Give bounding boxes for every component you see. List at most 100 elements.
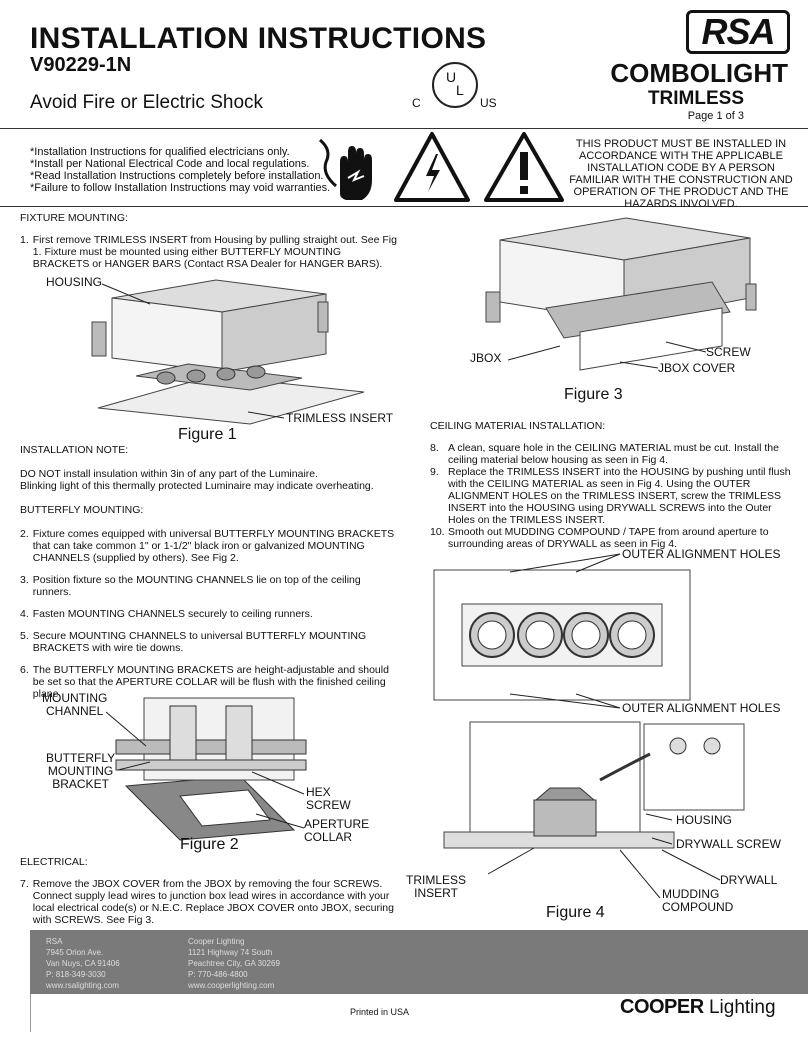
hex-screw-callout: HEX SCREW [306, 786, 351, 812]
step-number: 5. [20, 630, 29, 642]
step-text: A clean, square hole in the CEILING MATE… [448, 442, 779, 466]
caution-icon [482, 128, 566, 208]
step-text: Replace the TRIMLESS INSERT into the HOU… [448, 466, 791, 526]
callout-line: APERTURE [304, 817, 370, 831]
product-sub: TRIMLESS [647, 88, 744, 109]
outer-alignment-bottom-callout: OUTER ALIGNMENT HOLES [622, 701, 781, 715]
rsa-logo: RSA [686, 10, 790, 54]
figure-2: MOUNTING CHANNEL BUTTERFLY MOUNTING BRAC… [20, 688, 400, 860]
safety-notes: *Installation Instructions for qualified… [30, 146, 330, 194]
address-line: Peachtree City, GA 30269 [188, 959, 280, 968]
mudding-compound-callout: MUDDING COMPOUND [662, 888, 733, 914]
address-line: Van Nuys, CA 91406 [46, 959, 120, 968]
address-line: P: 818-349-3030 [46, 970, 106, 979]
address-line: 1121 Highway 74 South [188, 948, 273, 957]
step-number: 10. [430, 526, 445, 538]
drywall-screw-callout: DRYWALL SCREW [676, 837, 781, 851]
housing-callout: HOUSING [46, 275, 103, 289]
product-line: COMBOLIGHT [610, 58, 788, 88]
figure-4: OUTER ALIGNMENT HOLES OUTER ALIGNMENT HO… [400, 544, 796, 924]
footer-edge [30, 994, 31, 1032]
section-heading: INSTALLATION NOTE: [20, 444, 129, 456]
step-8: 8. A clean, square hole in the CEILING M… [430, 442, 792, 466]
fixture-mounting-section: FIXTURE MOUNTING: 1. First remove TRIMLE… [20, 212, 400, 270]
safety-line: *Failure to follow Installation Instruct… [30, 182, 331, 194]
figure-1-label: Figure 1 [178, 426, 237, 443]
step-9: 9. Replace the TRIMLESS INSERT into the … [430, 466, 792, 526]
step-text: Smooth out MUDDING COMPOUND / TAPE from … [448, 526, 769, 550]
figure-1: HOUSING TRIMLESS INSERT Figure 1 [20, 272, 400, 444]
header-divider [0, 128, 808, 129]
page-title: INSTALLATION INSTRUCTIONS [30, 22, 487, 55]
note-line: Blinking light of this thermally protect… [20, 480, 374, 492]
figure-3: JBOX SCREW JBOX COVER Figure 3 [430, 212, 792, 404]
step-number: 8. [430, 442, 439, 454]
address-line: www.cooperlighting.com [188, 981, 275, 990]
section-heading: CEILING MATERIAL INSTALLATION: [430, 420, 606, 432]
cooper-logo-rest: Lighting [703, 997, 776, 1018]
address-line: 7945 Orion Ave. [46, 948, 104, 957]
ul-c: C [412, 96, 421, 110]
installation-warning: THIS PRODUCT MUST BE INSTALLED IN ACCORD… [569, 138, 793, 210]
cooper-lighting-logo: COOPER Lighting [620, 996, 776, 1019]
high-voltage-icon [392, 128, 472, 208]
step-5: 5. Secure MOUNTING CHANNELS to universal… [20, 630, 400, 654]
callout-line: BRACKET [52, 777, 109, 791]
safety-line: *Install per National Electrical Code an… [30, 158, 310, 170]
step-7: 7. Remove the JBOX COVER from the JBOX b… [20, 878, 400, 926]
address-line: Cooper Lighting [188, 937, 245, 946]
electrical-section: ELECTRICAL: 7. Remove the JBOX COVER fro… [20, 856, 400, 926]
step-6: 6. The BUTTERFLY MOUNTING BRACKETS are h… [20, 664, 400, 700]
step-text: Fasten MOUNTING CHANNELS securely to cei… [32, 608, 313, 620]
model-number: V90229-1N [30, 54, 132, 76]
rsa-address: RSA 7945 Orion Ave. Van Nuys, CA 91406 P… [46, 936, 120, 991]
ul-circle: U L [432, 62, 478, 108]
step-text: First remove TRIMLESS INSERT from Housin… [32, 234, 397, 270]
step-10: 10. Smooth out MUDDING COMPOUND / TAPE f… [430, 526, 792, 550]
trimless-insert-callout: TRIMLESS INSERT [286, 411, 394, 425]
hand-shock-icon [312, 128, 382, 208]
section-heading: BUTTERFLY MOUNTING: [20, 504, 144, 516]
note-line: DO NOT install insulation within 3in of … [20, 468, 319, 480]
callout-line: INSERT [414, 886, 458, 900]
figure-2-label: Figure 2 [180, 836, 239, 853]
step-4: 4. Fasten MOUNTING CHANNELS securely to … [20, 608, 400, 620]
callout-line: BUTTERFLY [46, 751, 116, 765]
callout-line: COMPOUND [662, 900, 734, 914]
figure-2-drawing [105, 697, 307, 841]
figure-1-drawing [91, 279, 365, 425]
step-text: Remove the JBOX COVER from the JBOX by r… [32, 878, 394, 926]
jbox-cover-callout: JBOX COVER [658, 361, 736, 375]
ul-l: L [456, 82, 464, 98]
butterfly-bracket-callout: BUTTERFLY MOUNTING BRACKET [46, 752, 115, 791]
step-text: Secure MOUNTING CHANNELS to universal BU… [32, 630, 367, 654]
footer-band: RSA 7945 Orion Ave. Van Nuys, CA 91406 P… [30, 930, 808, 994]
section-heading: FIXTURE MOUNTING: [20, 212, 128, 224]
ceiling-section: CEILING MATERIAL INSTALLATION: 8. A clea… [430, 420, 792, 550]
step-text: The BUTTERFLY MOUNTING BRACKETS are heig… [32, 664, 389, 700]
step-number: 9. [430, 466, 439, 478]
figure-3-drawing [485, 217, 757, 371]
callout-line: COLLAR [304, 830, 353, 844]
housing-callout-fig4: HOUSING [676, 813, 733, 827]
step-number: 4. [20, 608, 29, 620]
step-number: 1. [20, 234, 29, 246]
aperture-collar-callout: APERTURE COLLAR [304, 818, 369, 844]
address-line: RSA [46, 937, 63, 946]
step-1: 1. First remove TRIMLESS INSERT from Hou… [20, 234, 400, 270]
screw-callout: SCREW [706, 345, 751, 359]
figure-4-drawing [433, 553, 745, 899]
ul-us: US [480, 96, 497, 110]
callout-line: HEX [306, 785, 331, 799]
address-line: www.rsalighting.com [46, 981, 119, 990]
callout-line: MOUNTING [47, 764, 114, 778]
cooper-address: Cooper Lighting 1121 Highway 74 South Pe… [188, 936, 280, 991]
step-text: Fixture comes equipped with universal BU… [32, 528, 395, 564]
drywall-callout: DRYWALL [720, 873, 778, 887]
step-number: 7. [20, 878, 29, 890]
safety-line: *Installation Instructions for qualified… [30, 146, 290, 158]
jbox-callout: JBOX [470, 351, 502, 365]
callout-line: MOUNTING [42, 691, 108, 705]
step-number: 3. [20, 574, 29, 586]
figure-3-label: Figure 3 [564, 386, 623, 403]
